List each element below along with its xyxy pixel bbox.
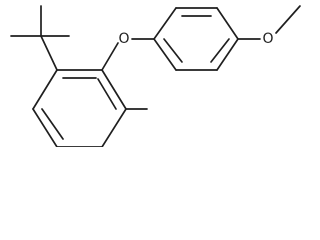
tert-butyl-group: [10, 5, 70, 71]
aromatic-inner-bond-6: [163, 38, 183, 63]
aromatic-inner-bond-5: [210, 38, 230, 63]
bond-left-ring-top-right: [101, 69, 127, 110]
bond-tbu-quat-to-ring: [40, 35, 58, 71]
bond-right-ring-left-bottom: [153, 38, 177, 71]
bond-right-ring-right-top: [216, 7, 239, 40]
chemical-structure-canvas: O O: [10, 5, 301, 147]
bond-methoxy-o-to-methyl: [275, 5, 301, 34]
bond-right-ring-right-bottom: [216, 38, 239, 71]
bond-right-ring-left-top: [153, 7, 177, 40]
bond-ring-to-ether-o: [101, 42, 119, 71]
aromatic-inner-bond-3: [41, 108, 64, 140]
right-benzene-ring: [153, 7, 239, 71]
aromatic-inner-bond-2: [97, 78, 117, 110]
bond-left-ring-bottom-left: [32, 108, 58, 147]
methoxy-oxygen-label: O: [262, 31, 273, 47]
bond-left-ring-bottom-right: [101, 108, 127, 147]
methoxy-group: O: [237, 5, 301, 47]
ether-oxygen-label: O: [118, 31, 129, 47]
ether-linkage: O: [101, 31, 155, 71]
left-benzene-ring: [32, 69, 127, 147]
bond-left-ring-left: [32, 69, 58, 110]
molecule-diagram: O O: [10, 5, 301, 147]
